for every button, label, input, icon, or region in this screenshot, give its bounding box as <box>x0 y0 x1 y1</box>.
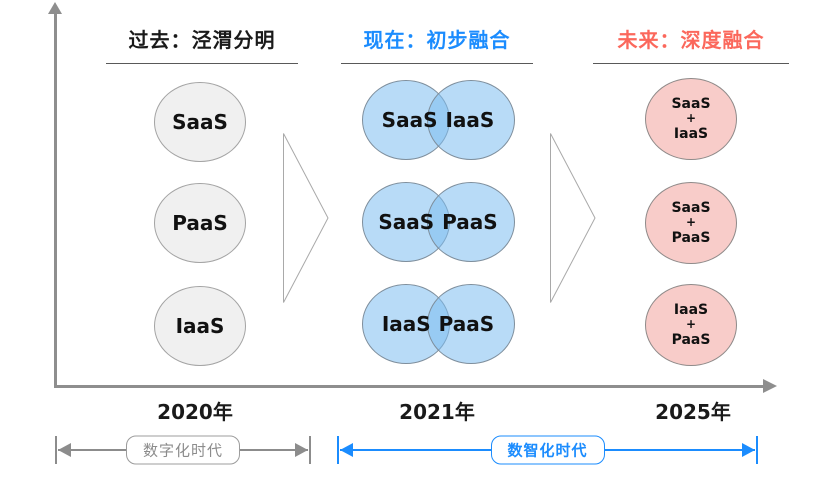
up-arrowhead-icon <box>48 2 62 14</box>
past-circle-saas: SaaS <box>154 82 246 162</box>
venn-label: SaaS PaaS <box>362 182 514 262</box>
venn-label: SaaS IaaS <box>362 80 514 160</box>
transition-triangle-icon <box>550 133 596 303</box>
span-end-bar <box>337 436 339 464</box>
venn-label: IaaS PaaS <box>362 284 514 364</box>
venn-circle-right <box>427 284 515 364</box>
column-header-future: 未来：深度融合 <box>593 24 789 64</box>
era-tag-digital: 数字化时代 <box>125 435 241 465</box>
column-header-present: 现在：初步融合 <box>341 24 533 64</box>
span-end-bar <box>55 436 57 464</box>
right-arrowhead-icon <box>763 379 777 393</box>
left-arrowhead-icon <box>340 443 353 457</box>
past-circle-iaas: IaaS <box>154 286 246 366</box>
plus-sign: + <box>685 111 697 126</box>
venn-row-saas-paas: SaaS PaaS <box>362 182 515 262</box>
venn-row-saas-iaas: SaaS IaaS <box>362 80 515 160</box>
venn-term-right: PaaS <box>442 210 498 234</box>
fusion-term-top: SaaS <box>671 96 711 112</box>
era-tag-digital-intelligence: 数智化时代 <box>490 435 605 465</box>
plus-sign: + <box>685 215 697 230</box>
transition-triangle-icon <box>283 133 329 303</box>
venn-term-right: IaaS <box>445 108 495 132</box>
fusion-term-bottom: IaaS <box>673 125 709 142</box>
past-circle-paas: PaaS <box>154 183 246 263</box>
right-arrowhead-icon <box>742 443 755 457</box>
future-circle-saas-iaas: SaaS + IaaS <box>645 78 737 160</box>
left-arrowhead-icon <box>58 443 71 457</box>
venn-circle-right <box>427 80 515 160</box>
era-span-digital: 数字化时代 <box>55 435 311 465</box>
future-circle-saas-paas: SaaS + PaaS <box>645 182 737 264</box>
plus-sign: + <box>685 317 697 332</box>
fusion-term-bottom: PaaS <box>671 229 711 246</box>
right-arrowhead-icon <box>295 443 308 457</box>
venn-term-right: PaaS <box>438 312 495 336</box>
venn-term-left: IaaS <box>381 312 431 336</box>
span-end-bar <box>309 436 311 464</box>
year-label-2025: 2025年 <box>655 400 731 424</box>
fusion-term-bottom: PaaS <box>671 331 711 348</box>
fusion-term-top: IaaS <box>673 302 709 318</box>
span-end-bar <box>756 436 758 464</box>
year-label-2020: 2020年 <box>157 400 233 424</box>
venn-row-iaas-paas: IaaS PaaS <box>362 284 515 364</box>
fusion-term-top: SaaS <box>671 200 711 216</box>
era-span-digital-intelligence: 数智化时代 <box>337 435 758 465</box>
venn-term-left: SaaS <box>378 210 435 234</box>
future-circle-iaas-paas: IaaS + PaaS <box>645 284 737 366</box>
x-axis-line <box>55 385 765 388</box>
year-label-2021: 2021年 <box>399 400 475 424</box>
venn-circle-right <box>427 182 515 262</box>
venn-term-left: SaaS <box>381 108 438 132</box>
column-header-past: 过去：泾渭分明 <box>106 24 298 64</box>
y-axis-line <box>54 12 57 388</box>
